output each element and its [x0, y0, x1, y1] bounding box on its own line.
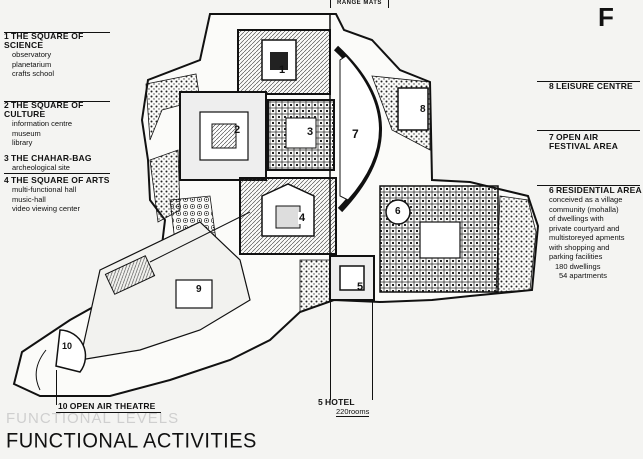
- label-residential-area: 6 RESIDENTIAL AREA conceived as a villag…: [549, 186, 643, 281]
- label-6-number: 6: [549, 185, 554, 195]
- label-6-item-3: of dwellings with: [549, 214, 604, 223]
- right-rule-1: [537, 81, 640, 82]
- left-rule-3: [4, 173, 110, 174]
- label-6-title: RESIDENTIAL AREA: [555, 185, 642, 195]
- label-leisure-centre: 8 LEISURE CENTRE: [549, 82, 641, 91]
- label-5-number: 5: [318, 397, 323, 407]
- label-6-item-9: 54 apartments: [559, 271, 607, 280]
- right-rule-3: [537, 185, 640, 186]
- label-square-of-science: 1 THE SQUARE OF SCIENCE observatory plan…: [4, 32, 114, 79]
- label-4-item-1: multi-functional hall: [12, 185, 77, 194]
- chahar-bag: [267, 99, 335, 171]
- label-festival-area: 7 OPEN AIR FESTIVAL AREA: [549, 133, 641, 151]
- label-square-of-arts: 4 THE SQUARE OF ARTS multi-functional ha…: [4, 176, 114, 214]
- plan-number-6: 6: [395, 206, 401, 217]
- label-chahar-bag: 3 THE CHAHAR-BAG archeological site: [4, 154, 114, 173]
- label-6-item-6: with shopping and: [549, 242, 610, 252]
- label-4-item-3: video viewing center: [12, 204, 80, 213]
- label-2-item-2: museum: [12, 128, 41, 138]
- plan-number-2: 2: [234, 124, 241, 136]
- theatre-rule: [56, 412, 161, 413]
- label-6-item-8: 180 dwellings: [555, 261, 601, 271]
- plan-number-5: 5: [357, 281, 364, 293]
- label-3-title: THE CHAHAR-BAG: [10, 153, 92, 163]
- top-leader-right: [388, 0, 389, 8]
- label-1-item-2: planetarium: [12, 59, 52, 69]
- label-4-item-2: music-hall: [12, 194, 46, 204]
- green-zone-hotel: [299, 259, 335, 313]
- label-1-title: THE SQUARE OF SCIENCE: [4, 31, 84, 50]
- theatre-leader: [56, 370, 57, 405]
- label-square-of-culture: 2 THE SQUARE OF CULTURE information cent…: [4, 101, 114, 148]
- label-5-detail: 220rooms: [336, 407, 370, 417]
- label-4-title: THE SQUARE OF ARTS: [10, 175, 110, 185]
- label-7-title: OPEN AIR FESTIVAL AREA: [549, 132, 619, 151]
- label-3-number: 3: [4, 153, 9, 163]
- label-1-number: 1: [4, 31, 9, 41]
- label-1-item-3: crafts school: [12, 69, 55, 78]
- plan-number-7: 7: [352, 127, 359, 141]
- hotel-leader-right: [372, 300, 373, 400]
- green-zone-east: [495, 195, 537, 293]
- plan-number-4: 4: [298, 212, 307, 224]
- plan-number-3: 3: [307, 126, 314, 138]
- top-clipped-label: RANGE MATS: [337, 0, 382, 6]
- roundabout: [385, 199, 411, 225]
- plan-number-10: 10: [62, 341, 73, 351]
- label-6-item-1: conceived as a village: [549, 195, 623, 204]
- label-2-number: 2: [4, 100, 9, 110]
- ghost-heading: FUNCTIONAL LEVELS: [6, 410, 180, 427]
- label-2-item-3: library: [12, 138, 33, 147]
- hotel-leader: [330, 300, 331, 400]
- southwest-wing: [79, 221, 251, 361]
- label-8-title: LEISURE CENTRE: [555, 81, 633, 91]
- left-rule-1: [4, 32, 110, 33]
- plate-letter: F: [598, 2, 614, 32]
- left-rule-2: [4, 101, 110, 102]
- label-6-item-7: parking facilities: [549, 252, 603, 261]
- label-8-number: 8: [549, 81, 554, 91]
- plan-number-8: 8: [420, 104, 426, 115]
- label-3-item-1: archeological site: [12, 163, 70, 172]
- label-2-title: THE SQUARE OF CULTURE: [4, 100, 84, 119]
- leisure-centre: [397, 87, 429, 131]
- label-6-item-4: private courtyard and: [549, 223, 620, 233]
- top-leader-left: [330, 0, 331, 8]
- label-10-title: OPEN AIR THEATRE: [69, 401, 156, 411]
- label-hotel: 5 HOTEL 220rooms: [318, 398, 388, 417]
- plate-title: FUNCTIONAL ACTIVITIES: [6, 429, 257, 453]
- label-10-number: 10: [58, 401, 68, 411]
- label-6-item-2: community (mohalla): [549, 204, 619, 214]
- label-4-number: 4: [4, 175, 9, 185]
- label-2-item-1: information centre: [12, 119, 73, 128]
- label-5-title: HOTEL: [324, 397, 355, 407]
- plan-number-1: 1: [279, 64, 286, 76]
- label-6-item-5: multistoreyed apments: [549, 233, 625, 242]
- plan-number-9: 9: [196, 284, 202, 295]
- label-open-air-theatre: 10 OPEN AIR THEATRE: [58, 402, 178, 411]
- open-air-theatre: [55, 329, 87, 373]
- right-rule-2: [537, 130, 640, 131]
- label-7-number: 7: [549, 132, 554, 142]
- label-1-item-1: observatory: [12, 50, 52, 59]
